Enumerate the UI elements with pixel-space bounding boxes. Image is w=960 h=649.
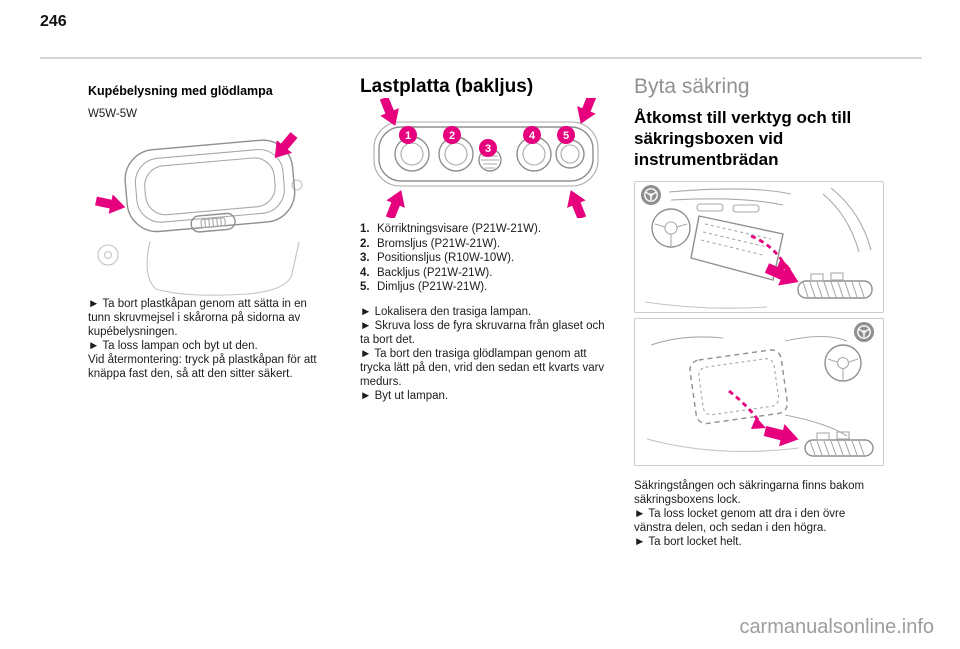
arrow-to-fuse-strip-icon [763,424,799,447]
step: ► Byt ut lampan. [360,389,449,402]
watermark: carmanualsonline.info [739,616,934,638]
arrow-bottom-right-icon [567,190,587,218]
fusebox-access-illustration-1 [634,181,884,313]
step: ► Skruva loss de fyra skruvarna från gla… [360,319,605,346]
steering-wheel-icon [641,185,661,205]
step: ► Ta loss lampan och byt ut den. [88,340,258,352]
callout-1: 1 [405,130,411,142]
left-heading: Kupébelysning med glödlampa [88,84,273,98]
left-column: Kupébelysning med glödlampa W5W-5W ► Ta … [88,84,324,381]
steering-wheel-icon [854,322,874,342]
step: ► Ta bort den trasiga glödlampan genom a… [360,347,605,388]
right-body: Säkringstången och säkringarna finns bak… [634,479,884,549]
step: Vid återmontering: tryck på plastkåpan f… [88,354,317,380]
callout-4: 4 [529,130,536,142]
lamp-item: 2. Bromsljus (P21W-21W). [360,237,501,250]
tail-lamp-callouts: 1 2 3 4 5 [399,126,575,157]
pull-direction-dashed-arrow [728,389,761,422]
fusebox-cover [690,215,784,281]
lamp-item: 3. Positionsljus (R10W-10W). [360,252,515,264]
dome-light-illustration [95,132,303,296]
arrow-left-icon [95,194,126,214]
right-column: Byta säkring Åtkomst till verktyg och ti… [634,75,884,549]
fuse-strip [797,272,873,299]
left-steps: ► Ta bort plastkåpan genom att sätta in … [88,297,324,381]
middle-steps: ► Lokalisera den trasiga lampan. ► Skruv… [360,305,614,403]
arrow-top-right-icon [274,132,298,158]
page-number: 246 [40,13,67,30]
fuse-strip [804,431,874,457]
arrow-top-left-icon [379,98,399,126]
step: ► Ta bort plastkåpan genom att sätta in … [88,298,307,338]
middle-column: Lastplatta (bakljus) 1 2 3 4 [360,76,614,403]
lamp-item: 1. Körriktningsvisare (P21W-21W). [360,223,542,235]
step: ► Ta bort locket helt. [634,536,742,548]
bulb-type: W5W-5W [88,108,137,120]
right-heading: Åtkomst till verktyg och till säkringsbo… [634,108,852,169]
removed-cover-outline [689,349,789,425]
body-text: Säkringstången och säkringarna finns bak… [634,480,865,506]
dashed-arrowhead-icon [751,417,766,429]
section-heading: Byta säkring [634,75,750,98]
middle-heading: Lastplatta (bakljus) [360,76,534,97]
step: ► Lokalisera den trasiga lampan. [360,305,532,318]
fusebox-access-illustration-2 [634,318,884,466]
callout-3: 3 [485,143,491,155]
step: ► Ta loss locket genom att dra i den övr… [634,508,846,534]
lamp-switch [190,212,236,233]
callout-5: 5 [563,130,569,142]
lamp-item: 4. Backljus (P21W-21W). [360,266,493,279]
tail-light-illustration: 1 2 3 4 5 [373,98,599,218]
header-rule [40,57,922,59]
lamp-item: 5. Dimljus (P21W-21W). [360,281,488,293]
callout-2: 2 [449,130,455,142]
arrow-to-fuse-strip-icon [764,263,799,286]
arrow-top-right-icon [577,98,597,124]
arrow-bottom-left-icon [385,190,405,218]
lamp-list: 1. Körriktningsvisare (P21W-21W). 2. Bro… [360,222,614,295]
